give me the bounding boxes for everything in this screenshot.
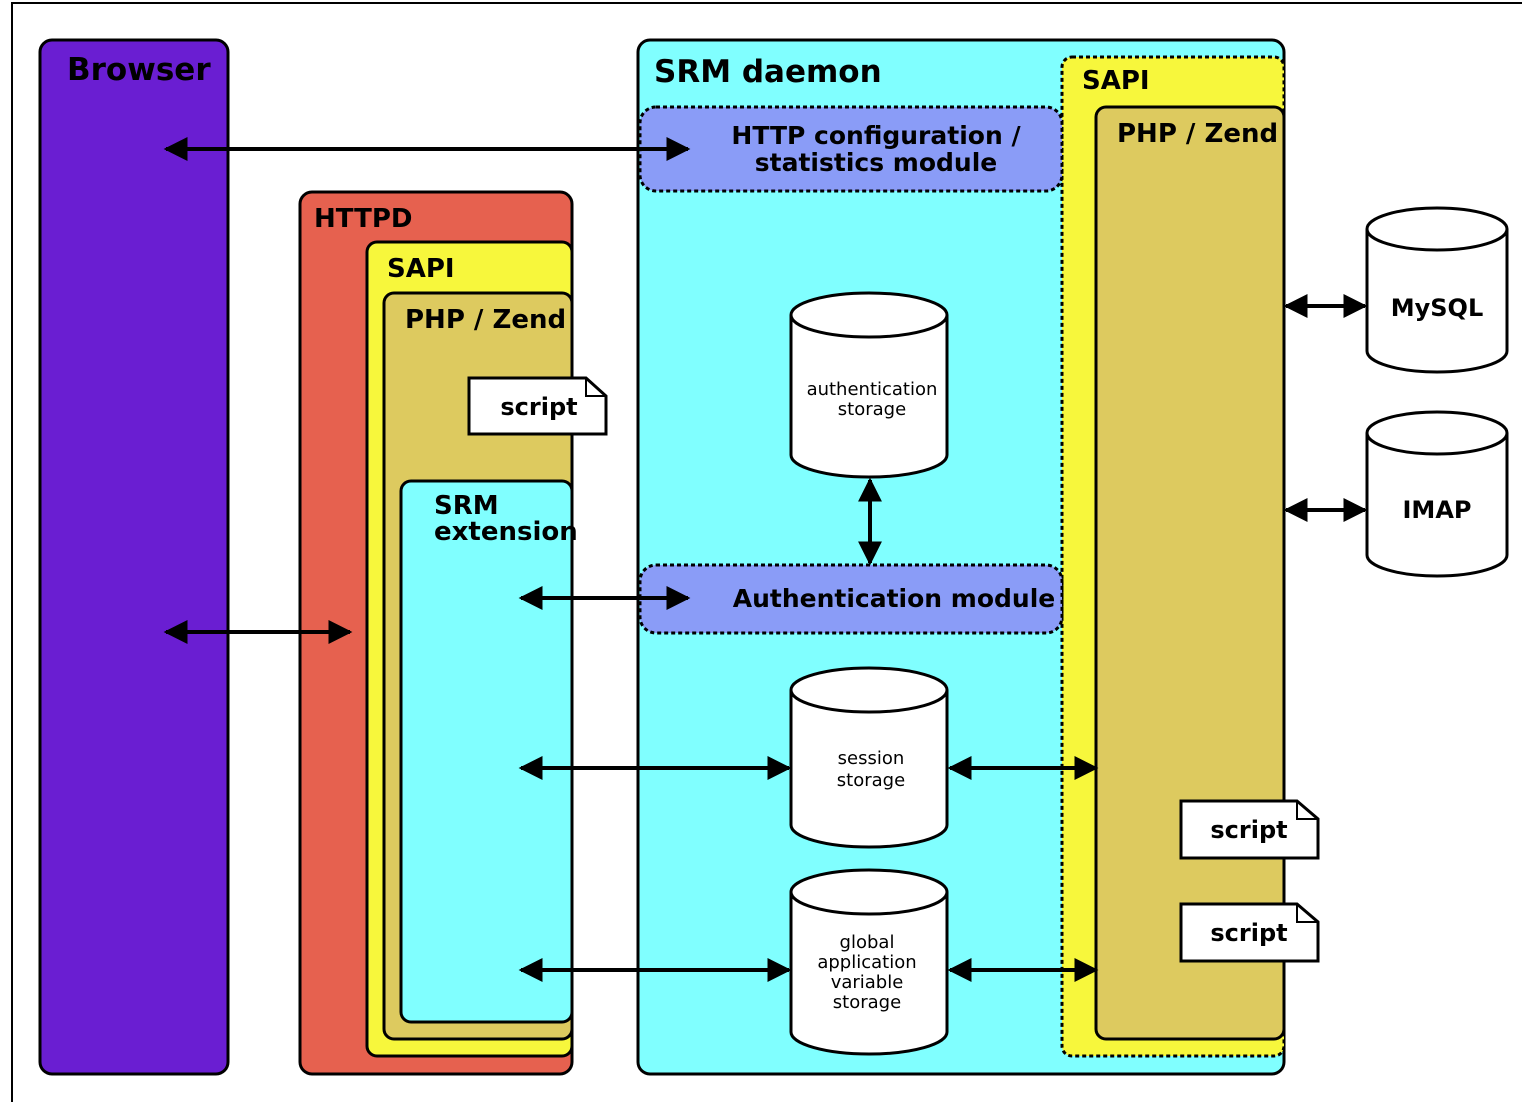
http-module-label-line2: statistics module (755, 148, 997, 177)
global-storage-cylinder: global application variable storage (789, 868, 949, 1056)
daemon-php-box (1094, 105, 1286, 1041)
auth-storage-label-line1: authentication (807, 379, 938, 400)
httpd-php-label: PHP / Zend (405, 305, 566, 335)
global-storage-label-line4: storage (833, 992, 901, 1013)
browser-label: Browser (67, 52, 211, 88)
session-storage-label-line2: storage (837, 770, 905, 791)
session-storage-label-line1: session (838, 748, 905, 769)
auth-module-label: Authentication module (733, 584, 1056, 613)
global-storage-label-line3: variable (831, 972, 904, 993)
global-storage-label-line2: application (817, 952, 916, 973)
http-module-label-line1: HTTP configuration / (731, 121, 1021, 150)
mysql-cylinder: MySQL (1365, 206, 1509, 374)
daemon-sapi-label: SAPI (1082, 66, 1150, 96)
daemon-php-label: PHP / Zend (1117, 119, 1278, 149)
mysql-label: MySQL (1391, 294, 1484, 322)
srm-extension-box (399, 479, 574, 1024)
daemon-script-note-2: script (1179, 902, 1320, 963)
srm-daemon-label: SRM daemon (654, 54, 882, 90)
srm-extension-label-line2: extension (434, 517, 578, 547)
httpd-label: HTTPD (314, 204, 412, 234)
auth-storage-cylinder: authentication storage (789, 291, 949, 479)
httpd-sapi-label: SAPI (387, 254, 455, 284)
imap-label: IMAP (1403, 496, 1472, 524)
outer-frame (11, 2, 1522, 1102)
httpd-script-note: script (467, 376, 608, 436)
daemon-script-label-2: script (1210, 919, 1287, 947)
session-storage-cylinder: session storage (789, 666, 949, 849)
imap-cylinder: IMAP (1365, 410, 1509, 578)
auth-storage-label-line2: storage (838, 399, 906, 420)
global-storage-label-line1: global (840, 932, 895, 953)
auth-module-box (638, 563, 1064, 635)
httpd-script-label: script (500, 393, 577, 421)
srm-extension-label-line1: SRM (434, 491, 499, 521)
daemon-script-note-1: script (1179, 799, 1320, 860)
browser-box (38, 38, 230, 1076)
daemon-script-label-1: script (1210, 816, 1287, 844)
